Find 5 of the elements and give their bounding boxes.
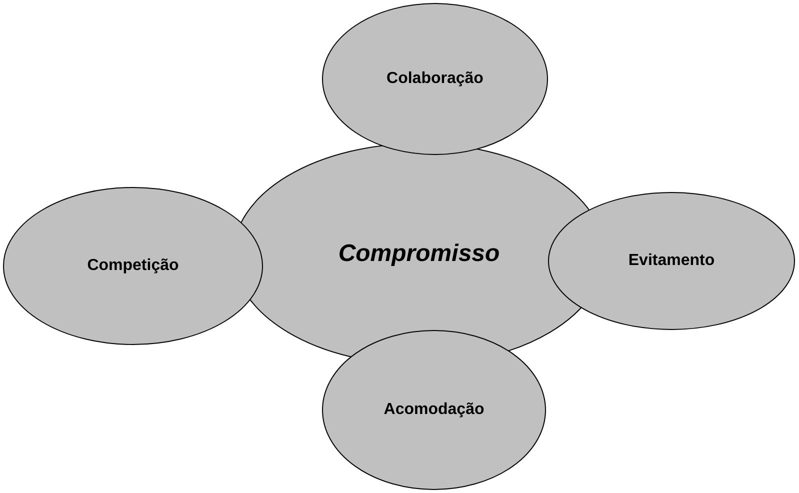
node-label: Acomodação [384, 401, 484, 419]
node-label: Competição [87, 257, 179, 275]
node-label: Colaboração [386, 70, 484, 88]
node-label: Compromisso [338, 240, 500, 268]
node-label: Evitamento [628, 252, 715, 270]
